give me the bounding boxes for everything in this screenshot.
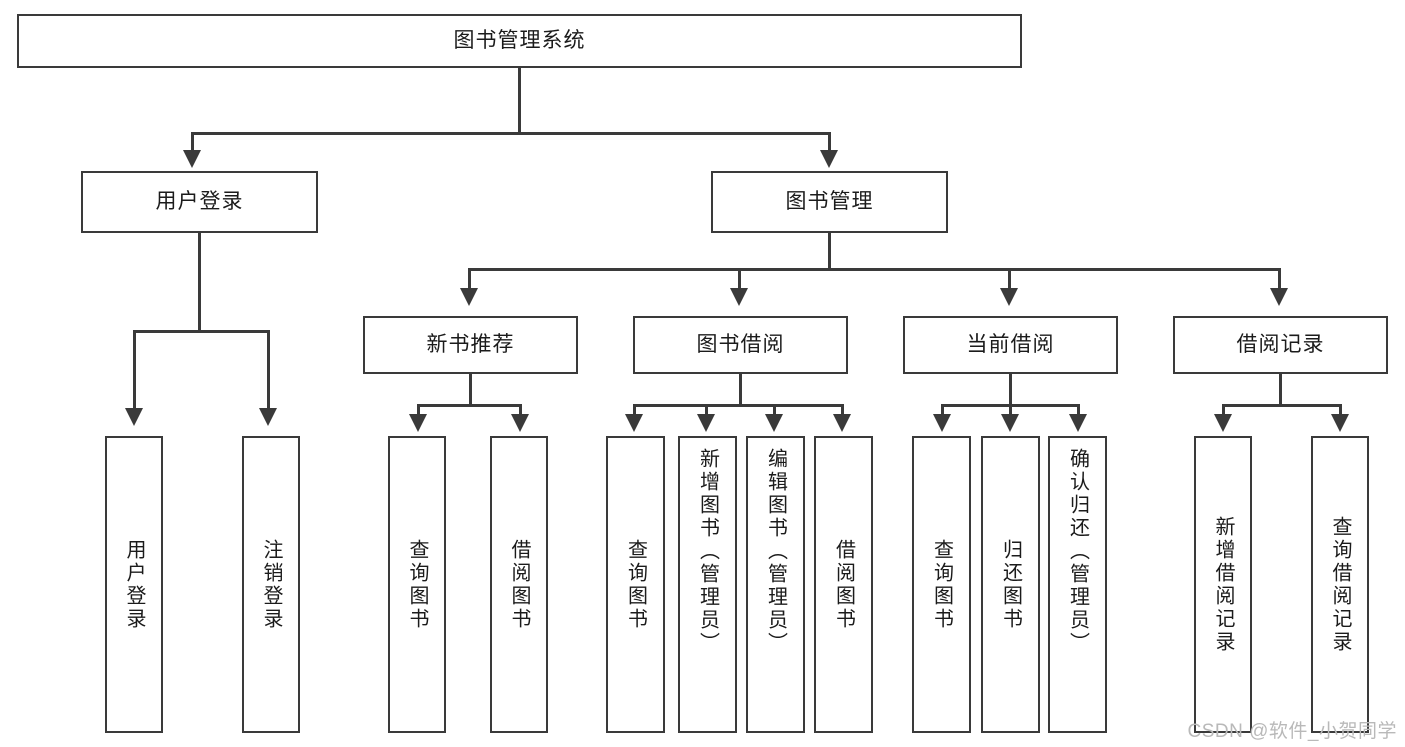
connector-current-borrow-drop-3 bbox=[1077, 404, 1080, 416]
node-label: 查询图书 bbox=[406, 538, 428, 631]
node-label: 用户登录 bbox=[155, 189, 244, 213]
arrowhead-leaf-query-book-1 bbox=[409, 414, 427, 432]
connector-current-borrow-drop-1 bbox=[941, 404, 944, 416]
leaf-logout[interactable]: 注销登录 bbox=[242, 436, 300, 733]
node-label: 借阅图书 bbox=[508, 538, 530, 631]
connector-new-book-bar bbox=[417, 404, 522, 407]
leaf-confirm-return-admin[interactable]: 确认归还（管理员） bbox=[1048, 436, 1107, 733]
connector-book-borrow-bar bbox=[633, 404, 843, 407]
node-root-system[interactable]: 图书管理系统 bbox=[17, 14, 1022, 68]
connector-book-mgmt-drop-1 bbox=[468, 268, 471, 290]
leaf-borrow-book-recommend[interactable]: 借阅图书 bbox=[490, 436, 548, 733]
node-new-book-recommend[interactable]: 新书推荐 bbox=[363, 316, 578, 374]
node-label: 查询图书 bbox=[624, 538, 647, 631]
leaf-edit-book-admin[interactable]: 编辑图书（管理员） bbox=[746, 436, 805, 733]
arrowhead-leaf-user-login bbox=[125, 408, 143, 426]
node-label: 确认归还（管理员） bbox=[1066, 448, 1089, 655]
connector-book-mgmt-drop-4 bbox=[1278, 268, 1281, 290]
node-label: 用户登录 bbox=[123, 538, 145, 631]
connector-borrow-record-drop-2 bbox=[1339, 404, 1342, 416]
leaf-add-borrow-record[interactable]: 新增借阅记录 bbox=[1194, 436, 1252, 733]
connector-book-borrow-drop-3 bbox=[773, 404, 776, 416]
node-borrow-record[interactable]: 借阅记录 bbox=[1173, 316, 1388, 374]
node-label: 借阅图书 bbox=[832, 538, 855, 631]
node-label: 归还图书 bbox=[999, 538, 1022, 631]
arrowhead-leaf-borrow-book-1 bbox=[511, 414, 529, 432]
arrowhead-leaf-return-book bbox=[1001, 414, 1019, 432]
leaf-add-book-admin[interactable]: 新增图书（管理员） bbox=[678, 436, 737, 733]
arrowhead-to-user-login bbox=[183, 150, 201, 168]
connector-user-login-bar bbox=[133, 330, 267, 333]
connector-new-book-drop-1 bbox=[417, 404, 420, 416]
node-current-borrow[interactable]: 当前借阅 bbox=[903, 316, 1118, 374]
arrowhead-to-book-manage bbox=[820, 150, 838, 168]
leaf-return-book[interactable]: 归还图书 bbox=[981, 436, 1040, 733]
connector-book-mgmt-bar bbox=[468, 268, 1280, 271]
node-label: 图书管理 bbox=[785, 189, 874, 213]
node-label: 新书推荐 bbox=[426, 332, 515, 356]
leaf-query-book-recommend[interactable]: 查询图书 bbox=[388, 436, 446, 733]
leaf-query-book-current[interactable]: 查询图书 bbox=[912, 436, 971, 733]
node-label: 新增借阅记录 bbox=[1212, 515, 1234, 654]
node-label: 查询借阅记录 bbox=[1329, 515, 1351, 654]
connector-root-right-drop bbox=[828, 132, 831, 154]
connector-root-stem bbox=[518, 68, 521, 134]
arrowhead-leaf-query-record bbox=[1331, 414, 1349, 432]
connector-book-mgmt-drop-2 bbox=[738, 268, 741, 290]
connector-current-borrow-drop-2 bbox=[1009, 404, 1012, 416]
connector-user-login-stem bbox=[198, 233, 201, 332]
node-label: 借阅记录 bbox=[1236, 332, 1325, 356]
connector-root-bar bbox=[191, 132, 830, 135]
connector-user-login-drop-1 bbox=[133, 330, 136, 410]
leaf-query-borrow-record[interactable]: 查询借阅记录 bbox=[1311, 436, 1369, 733]
arrowhead-leaf-confirm-return bbox=[1069, 414, 1087, 432]
connector-current-borrow-stem bbox=[1009, 374, 1012, 406]
arrowhead-leaf-add-record bbox=[1214, 414, 1232, 432]
connector-book-borrow-drop-1 bbox=[633, 404, 636, 416]
leaf-query-book-borrow[interactable]: 查询图书 bbox=[606, 436, 665, 733]
arrowhead-to-book-borrow bbox=[730, 288, 748, 306]
connector-book-mgmt-stem bbox=[828, 233, 831, 270]
node-label: 编辑图书（管理员） bbox=[764, 448, 787, 655]
arrowhead-leaf-query-book-3 bbox=[933, 414, 951, 432]
connector-book-mgmt-drop-3 bbox=[1008, 268, 1011, 290]
node-label: 图书管理系统 bbox=[453, 28, 586, 52]
connector-root-left-drop bbox=[191, 132, 194, 154]
node-label: 当前借阅 bbox=[966, 332, 1055, 356]
connector-book-borrow-drop-4 bbox=[841, 404, 844, 416]
leaf-user-login[interactable]: 用户登录 bbox=[105, 436, 163, 733]
node-user-login[interactable]: 用户登录 bbox=[81, 171, 318, 233]
node-label: 新增图书（管理员） bbox=[696, 448, 719, 655]
arrowhead-leaf-logout bbox=[259, 408, 277, 426]
arrowhead-to-borrow-record bbox=[1270, 288, 1288, 306]
connector-user-login-drop-2 bbox=[267, 330, 270, 410]
connector-borrow-record-bar bbox=[1222, 404, 1341, 407]
connector-new-book-drop-2 bbox=[519, 404, 522, 416]
leaf-borrow-book[interactable]: 借阅图书 bbox=[814, 436, 873, 733]
connector-borrow-record-stem bbox=[1279, 374, 1282, 406]
arrowhead-leaf-borrow-book-2 bbox=[833, 414, 851, 432]
connector-borrow-record-drop-1 bbox=[1222, 404, 1225, 416]
node-book-management[interactable]: 图书管理 bbox=[711, 171, 948, 233]
connector-new-book-stem bbox=[469, 374, 472, 406]
arrowhead-leaf-add-book bbox=[697, 414, 715, 432]
connector-book-borrow-stem bbox=[739, 374, 742, 406]
node-label: 注销登录 bbox=[260, 538, 282, 631]
arrowhead-leaf-edit-book bbox=[765, 414, 783, 432]
connector-book-borrow-drop-2 bbox=[705, 404, 708, 416]
arrowhead-to-new-book-recommend bbox=[460, 288, 478, 306]
node-label: 查询图书 bbox=[930, 538, 953, 631]
node-book-borrow[interactable]: 图书借阅 bbox=[633, 316, 848, 374]
arrowhead-leaf-query-book-2 bbox=[625, 414, 643, 432]
arrowhead-to-current-borrow bbox=[1000, 288, 1018, 306]
node-label: 图书借阅 bbox=[696, 332, 785, 356]
